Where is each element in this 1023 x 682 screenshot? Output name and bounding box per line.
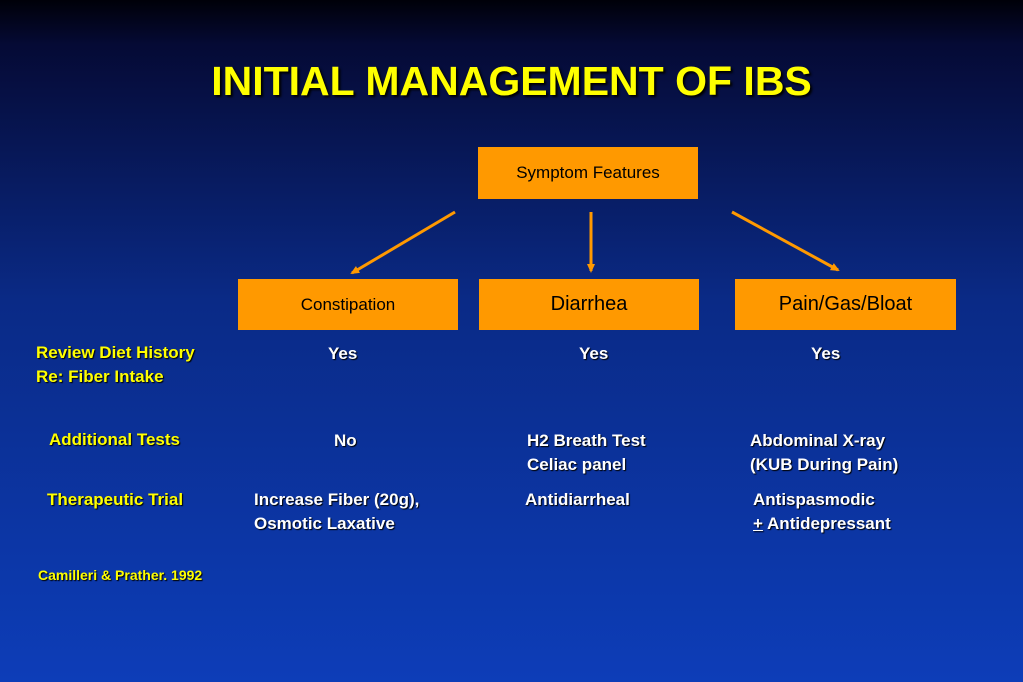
tests-constipation-value: No	[334, 431, 357, 450]
additional-tests-label: Additional Tests	[49, 430, 180, 449]
page-title: INITIAL MANAGEMENT OF IBS	[211, 58, 812, 104]
diet-label-line2: Re: Fiber Intake	[36, 367, 164, 386]
diet-constipation-value: Yes	[328, 344, 358, 363]
symptom-features-box: Symptom Features	[478, 147, 698, 199]
trial-pain-line1: Antispasmodic	[753, 490, 875, 509]
tests-diarrhea-line2: Celiac panel	[527, 455, 627, 474]
tests-diarrhea-line1: H2 Breath Test	[527, 431, 646, 450]
trial-constipation-value: Increase Fiber (20g), Osmotic Laxative	[254, 488, 419, 536]
arrow-to-pain-gas-bloat	[731, 210, 840, 272]
pain-gas-bloat-box: Pain/Gas/Bloat	[735, 279, 956, 330]
tests-diarrhea-value: H2 Breath Test Celiac panel	[527, 429, 646, 477]
diet-history-label: Review Diet History Re: Fiber Intake	[36, 341, 195, 389]
arrow-to-constipation	[350, 210, 456, 275]
diet-pain-value: Yes	[811, 344, 841, 363]
constipation-box: Constipation	[238, 279, 458, 330]
antidepressant-text: Antidepressant	[762, 514, 891, 533]
trial-constipation-line2: Osmotic Laxative	[254, 514, 395, 533]
diet-label-line1: Review Diet History	[36, 343, 195, 362]
citation: Camilleri & Prather. 1992	[38, 567, 203, 583]
therapeutic-trial-label: Therapeutic Trial	[47, 490, 184, 509]
tests-pain-value: Abdominal X-ray (KUB During Pain)	[750, 429, 898, 477]
tests-pain-line2: (KUB During Pain)	[750, 455, 899, 474]
trial-pain-value: Antispasmodic + Antidepressant	[753, 488, 891, 536]
trial-diarrhea-value: Antidiarrheal	[525, 490, 630, 509]
diarrhea-box: Diarrhea	[479, 279, 699, 330]
trial-constipation-line1: Increase Fiber (20g),	[254, 490, 420, 509]
diet-diarrhea-value: Yes	[579, 344, 609, 363]
tests-pain-line1: Abdominal X-ray	[750, 431, 886, 450]
trial-pain-line2: + Antidepressant	[753, 512, 891, 536]
plus-minus-symbol: +	[753, 514, 763, 533]
